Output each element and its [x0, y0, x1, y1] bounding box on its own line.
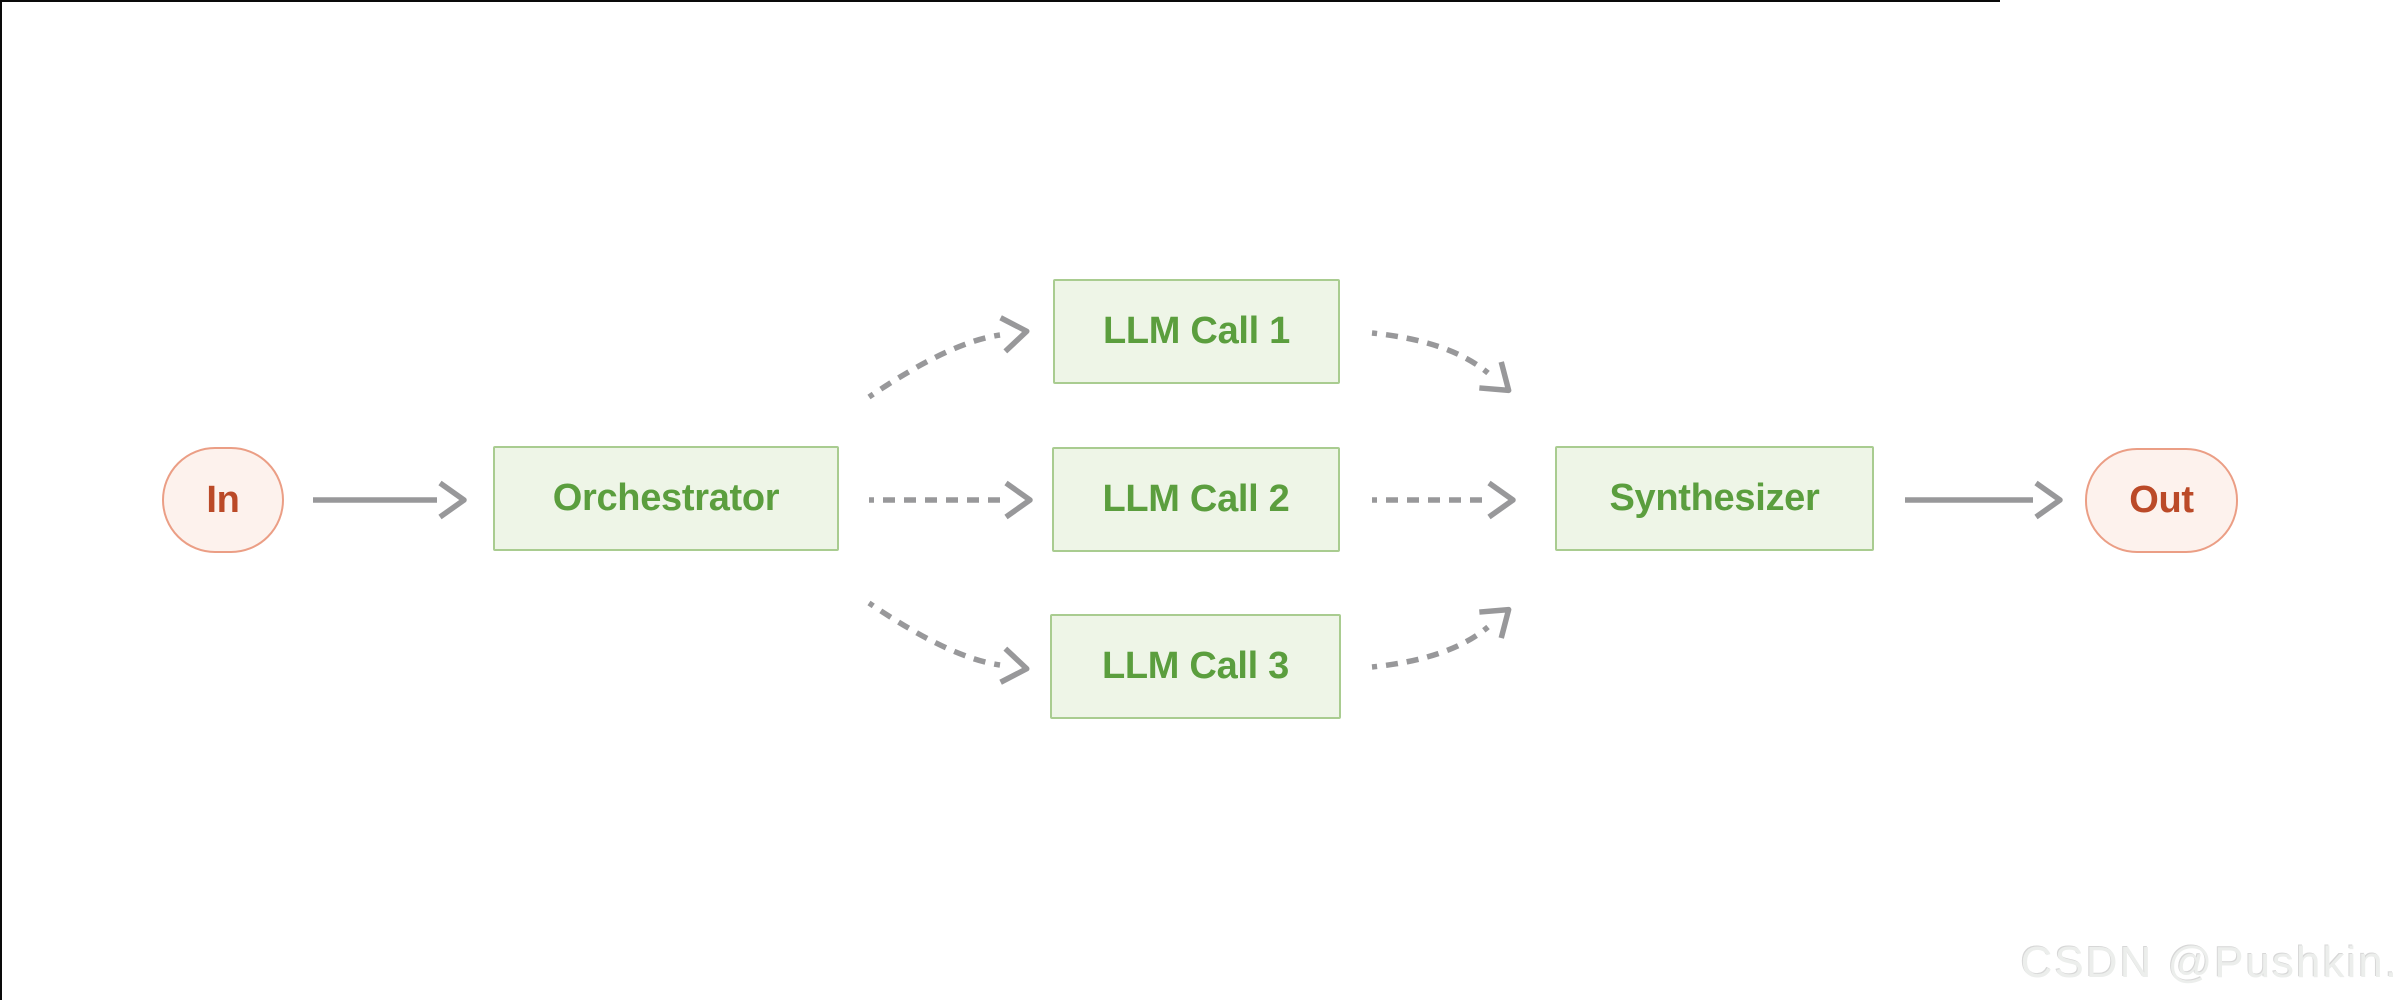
node-orchestrator-label: Orchestrator	[552, 477, 780, 519]
node-out: Out	[2085, 448, 2238, 553]
node-llm-call-2-label: LLM Call 2	[1102, 478, 1290, 520]
node-llm-call-1-label: LLM Call 1	[1102, 310, 1291, 352]
node-llm-call-1: LLM Call 1	[1053, 279, 1340, 384]
arrow-orchestrator-to-llm-call-3	[867, 600, 1030, 685]
arrow-llm-call-1-to-synthesizer	[1371, 330, 1512, 394]
node-llm-call-3-label: LLM Call 3	[1101, 645, 1290, 687]
node-orchestrator: Orchestrator	[493, 446, 839, 551]
arrow-llm-call-3-to-synthesizer	[1371, 606, 1512, 670]
node-in: In	[162, 447, 284, 553]
node-out-label: Out	[2129, 479, 2194, 521]
node-synthesizer: Synthesizer	[1555, 446, 1874, 551]
node-llm-call-3: LLM Call 3	[1050, 614, 1341, 719]
node-synthesizer-label: Synthesizer	[1609, 477, 1820, 519]
window-top-border	[0, 0, 2000, 2]
watermark: CSDN @Pushkin.	[2020, 938, 2399, 987]
arrow-orchestrator-to-llm-call-1	[867, 315, 1030, 400]
window-left-border	[0, 0, 2, 1000]
node-llm-call-2: LLM Call 2	[1052, 447, 1340, 552]
node-in-label: In	[206, 478, 240, 521]
